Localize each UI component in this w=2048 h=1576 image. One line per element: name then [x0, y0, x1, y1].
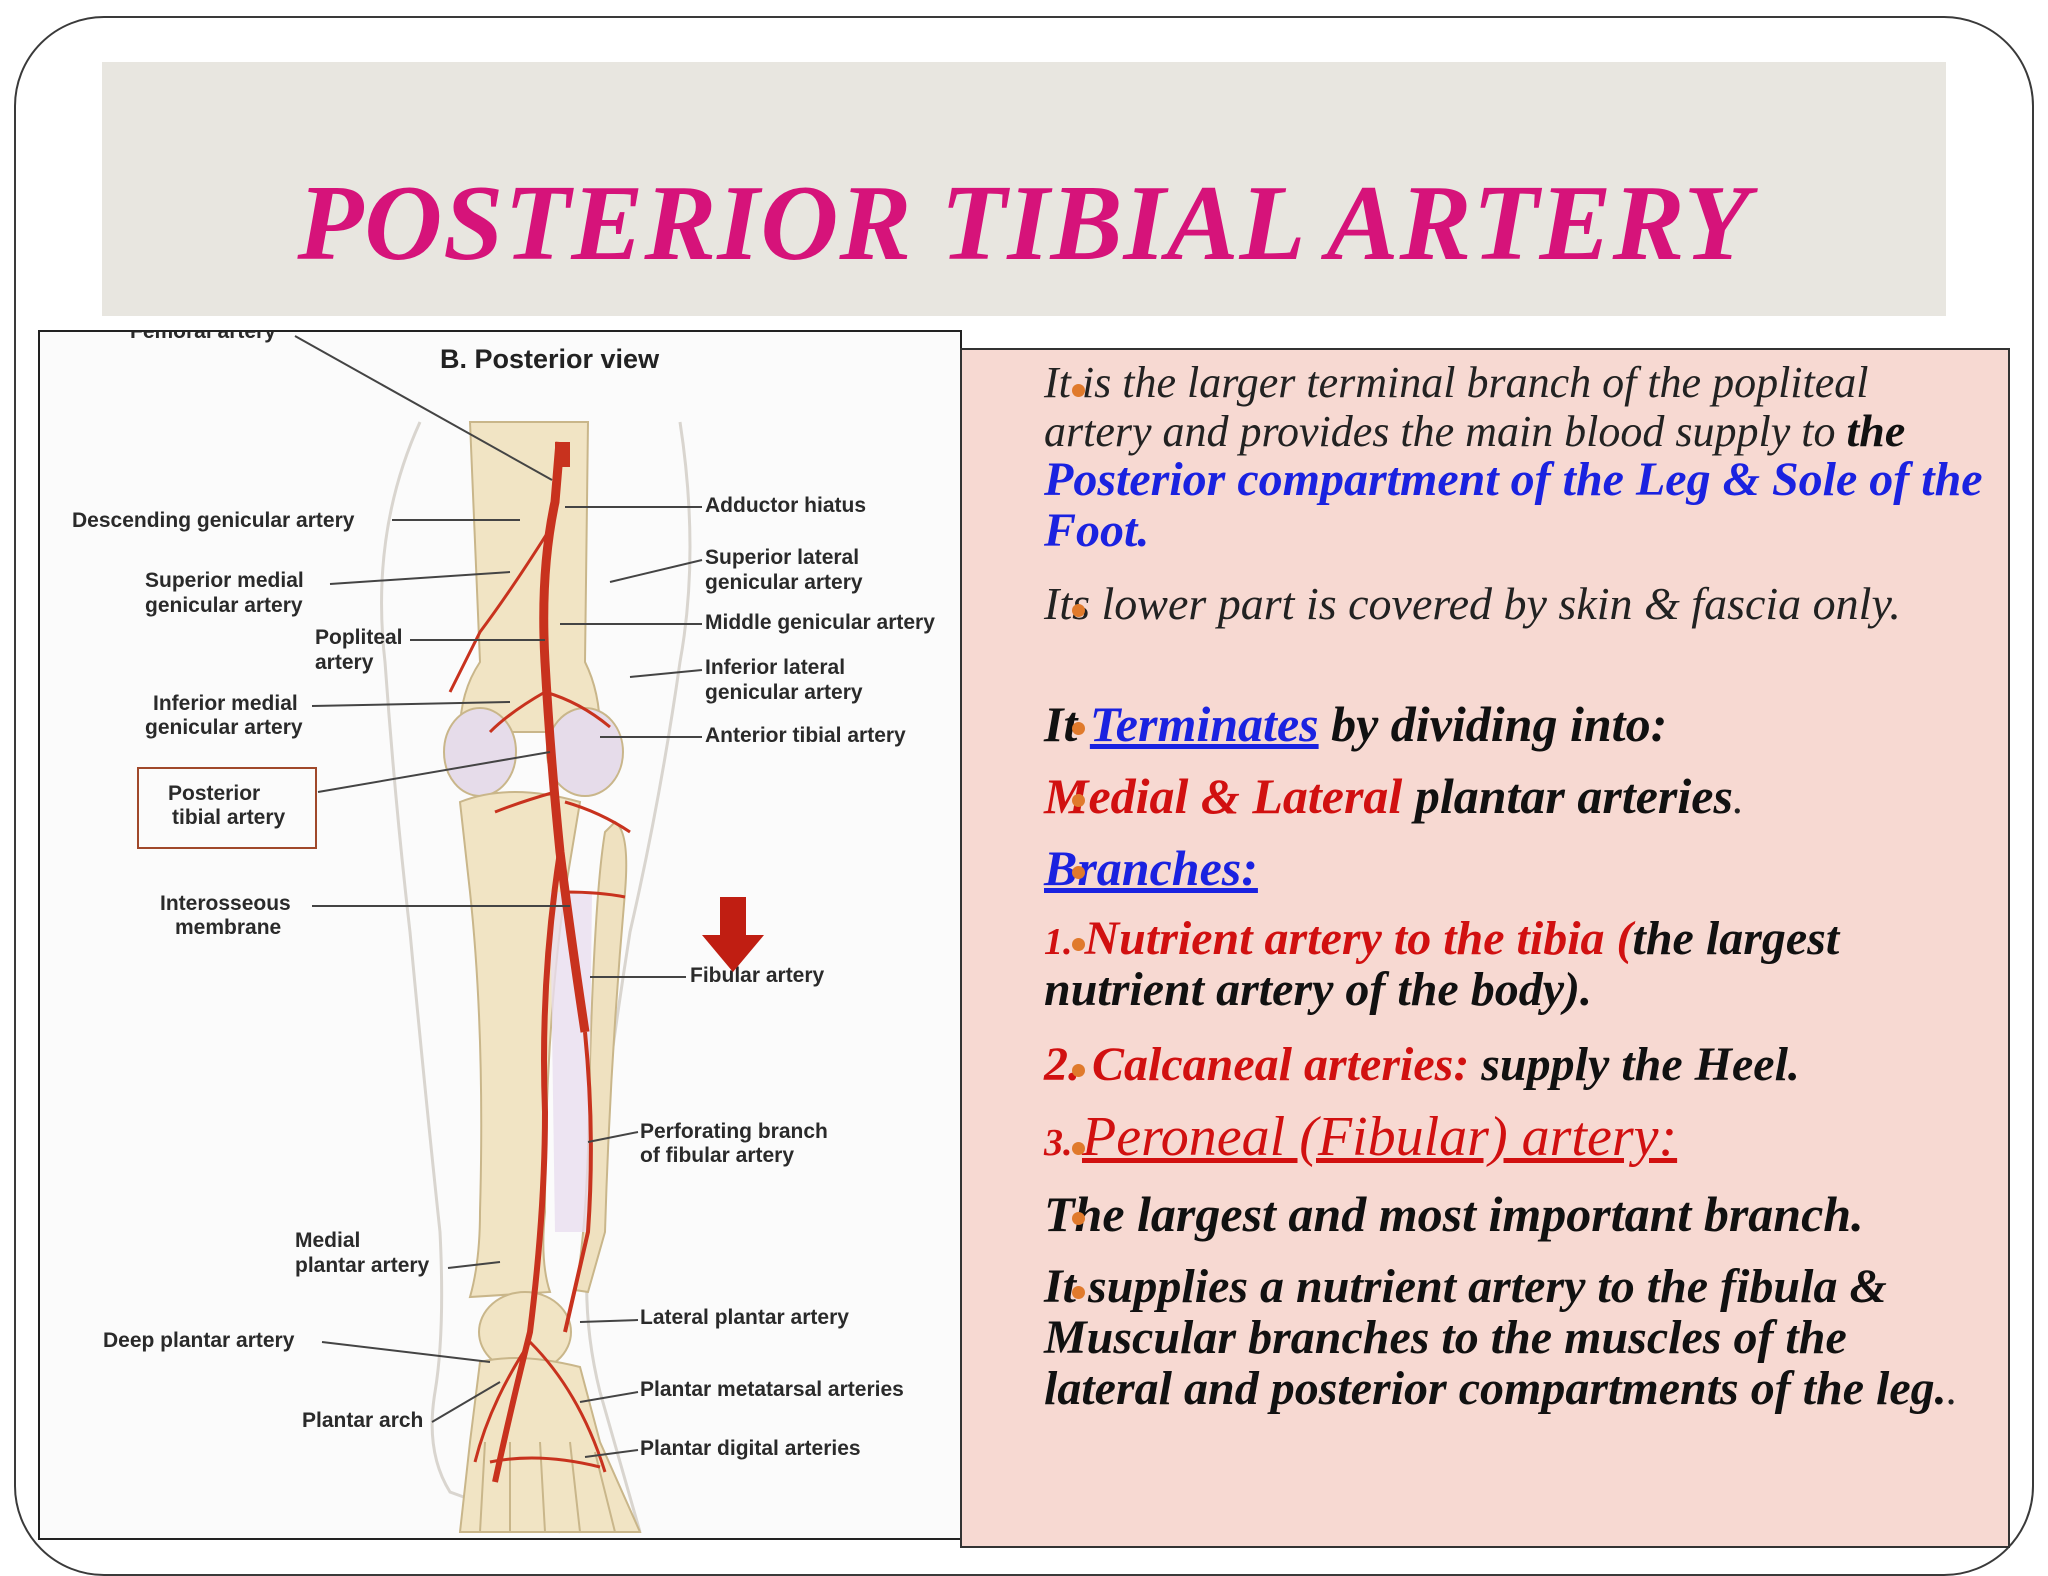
bullet-dot [1072, 794, 1085, 807]
label-plantar-metatarsal: Plantar metatarsal arteries [640, 1378, 904, 1401]
label-posterior-tibial-1: Posterior [168, 782, 260, 805]
label-popliteal-1: Popliteal [315, 626, 403, 649]
slide-title: POSTERIOR TIBIAL ARTERY [297, 164, 1751, 283]
label-descending-genicular: Descending genicular artery [72, 509, 355, 532]
highlight-box [137, 767, 317, 849]
label-inferior-lateral-1: Inferior lateral [705, 656, 845, 679]
title-band [102, 62, 1946, 316]
bullet-9-text: The largest and most important branch. [1044, 1186, 1864, 1242]
bullet-dot [1072, 1064, 1085, 1077]
label-deep-plantar: Deep plantar artery [103, 1329, 295, 1352]
label-plantar-arch: Plantar arch [302, 1409, 423, 1432]
bullet-dot [1072, 384, 1085, 397]
bullet-1-text: It is the larger terminal branch of the … [1044, 358, 1869, 456]
bullet-8-number: 3. [1044, 1122, 1082, 1164]
figure-title: B. Posterior view [440, 344, 660, 374]
label-adductor-hiatus: Adductor hiatus [705, 494, 866, 517]
down-arrow-icon [702, 897, 764, 972]
label-fibular-artery: Fibular artery [690, 964, 825, 987]
peroneal-artery-heading: Peroneal (Fibular) artery: [1082, 1106, 1678, 1168]
label-femoral-artery: Femoral artery [130, 332, 276, 343]
label-perforating-2: of fibular artery [640, 1144, 794, 1167]
bullet-4-text: plantar arteries [1402, 768, 1733, 824]
bullet-2-text: Its lower part is covered by skin & fasc… [1044, 578, 1901, 629]
label-superior-medial-1: Superior medial [145, 569, 304, 592]
bullet-10-period: . [1946, 1364, 1958, 1414]
bullet-dot [1072, 1142, 1085, 1155]
bullet-10: It supplies a nutrient artery to the fib… [1044, 1260, 1984, 1415]
label-inferior-medial-1: Inferior medial [153, 692, 298, 715]
bullet-dot [1072, 604, 1085, 617]
anatomy-figure: B. Posterior view Femoral artery Descend… [38, 330, 962, 1540]
bullet-10-text: It supplies a nutrient artery to the fib… [1044, 1260, 1947, 1415]
label-anterior-tibial: Anterior tibial artery [705, 724, 906, 747]
bullet-8: 3. Peroneal (Fibular) artery: [1044, 1106, 1984, 1168]
label-superior-lateral-2: genicular artery [705, 571, 863, 594]
bullet-dot [1072, 866, 1085, 879]
bullet-3: It Terminates by dividing into: [1044, 698, 1984, 751]
bullet-1: It is the larger terminal branch of the … [1044, 358, 1984, 558]
bullet-1-highlight: Posterior compartment of the Leg & Sole … [1044, 453, 1983, 558]
bullet-5: Branches: [1044, 842, 1984, 895]
bullet-dot [1072, 938, 1085, 951]
leg-illustration: B. Posterior view Femoral artery Descend… [72, 332, 935, 1534]
label-superior-lateral-1: Superior lateral [705, 546, 859, 569]
label-inferior-medial-2: genicular artery [145, 716, 303, 739]
label-lateral-plantar: Lateral plantar artery [640, 1306, 849, 1329]
bullet-dot [1072, 1286, 1085, 1299]
label-posterior-tibial-2: tibial artery [172, 806, 286, 829]
bullet-6: 1. Nutrient artery to the tibia (the lar… [1044, 912, 1984, 1016]
label-inferior-lateral-2: genicular artery [705, 681, 863, 704]
bullet-4: Medial & Lateral plantar arteries. [1044, 770, 1984, 823]
terminates-link[interactable]: Terminates [1089, 696, 1319, 752]
label-superior-medial-2: genicular artery [145, 594, 303, 617]
bullet-6-highlight: Nutrient artery to the tibia ( [1072, 912, 1633, 965]
bullet-1-bold: the [1846, 404, 1906, 456]
label-perforating-1: Perforating branch [640, 1120, 828, 1143]
bullet-7-highlight: 2. Calcaneal arteries: [1044, 1038, 1470, 1091]
label-plantar-digital: Plantar digital arteries [640, 1437, 861, 1460]
bullet-4-period: . [1732, 774, 1744, 823]
bullet-2: Its lower part is covered by skin & fasc… [1044, 578, 1984, 629]
bullet-3-tail: by dividing into: [1318, 696, 1668, 752]
text-panel: It is the larger terminal branch of the … [960, 348, 2010, 1548]
label-medial-plantar-2: plantar artery [295, 1254, 430, 1277]
label-interosseous-1: Interosseous [160, 892, 291, 915]
bullet-6-number: 1. [1044, 921, 1073, 963]
bullet-4-highlight: Medial & Lateral [1044, 768, 1403, 824]
bullet-9: The largest and most important branch. [1044, 1188, 1984, 1241]
label-popliteal-2: artery [315, 651, 374, 674]
bullet-6-text: the largest nutrient artery of the body)… [1044, 912, 1840, 1016]
bullet-dot [1072, 1212, 1085, 1225]
bullet-dot [1072, 722, 1085, 735]
label-interosseous-2: membrane [175, 916, 281, 939]
label-middle-genicular: Middle genicular artery [705, 611, 935, 634]
label-medial-plantar-1: Medial [295, 1229, 360, 1252]
bullet-3-lead: It [1044, 696, 1090, 752]
bullet-7-text: supply the Heel. [1469, 1038, 1800, 1091]
bullet-7: 2. Calcaneal arteries: supply the Heel. [1044, 1038, 1984, 1091]
